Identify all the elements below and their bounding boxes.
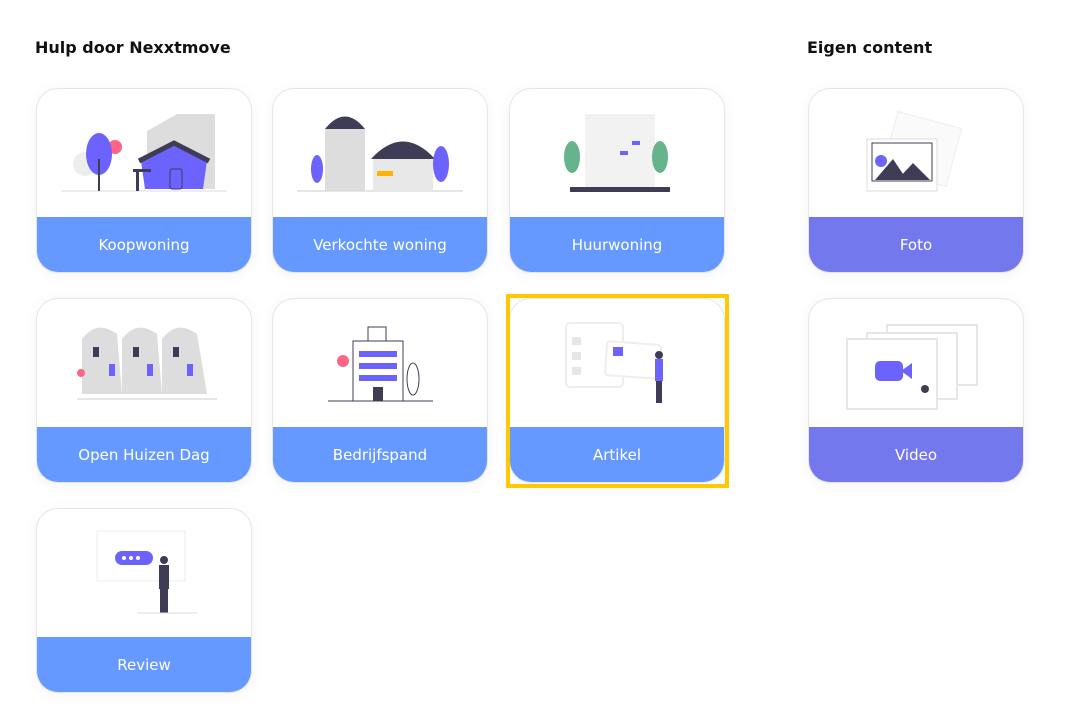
card-label: Foto xyxy=(809,217,1023,272)
card-label: Koopwoning xyxy=(37,217,251,272)
card-label: Review xyxy=(37,637,251,692)
card-foto[interactable]: Foto xyxy=(808,88,1024,273)
section-title-own-content: Eigen content xyxy=(807,38,933,57)
photo-illustration xyxy=(866,110,963,192)
card-label: Artikel xyxy=(510,427,724,482)
card-label: Huurwoning xyxy=(510,217,724,272)
card-label: Verkochte woning xyxy=(273,217,487,272)
card-artikel[interactable]: Artikel xyxy=(509,298,725,483)
card-open-huizen-dag[interactable]: Open Huizen Dag xyxy=(36,298,252,483)
office-building-illustration xyxy=(328,326,433,402)
card-label: Video xyxy=(809,427,1023,482)
sold-house-illustration xyxy=(297,116,463,192)
video-illustration xyxy=(846,324,978,410)
card-bedrijfspand[interactable]: Bedrijfspand xyxy=(272,298,488,483)
rental-building-illustration xyxy=(564,114,670,192)
house-illustration xyxy=(61,114,227,192)
card-verkochte-woning[interactable]: Verkochte woning xyxy=(272,88,488,273)
card-label: Open Huizen Dag xyxy=(37,427,251,482)
card-huurwoning[interactable]: Huurwoning xyxy=(509,88,725,273)
card-label: Bedrijfspand xyxy=(273,427,487,482)
article-illustration xyxy=(565,322,663,403)
card-review[interactable]: Review xyxy=(36,508,252,693)
section-title-help: Hulp door Nexxtmove xyxy=(35,38,231,57)
card-koopwoning[interactable]: Koopwoning xyxy=(36,88,252,273)
card-video[interactable]: Video xyxy=(808,298,1024,483)
selected-card-highlight xyxy=(506,294,729,488)
open-house-illustration xyxy=(77,327,217,400)
review-illustration xyxy=(96,530,197,614)
